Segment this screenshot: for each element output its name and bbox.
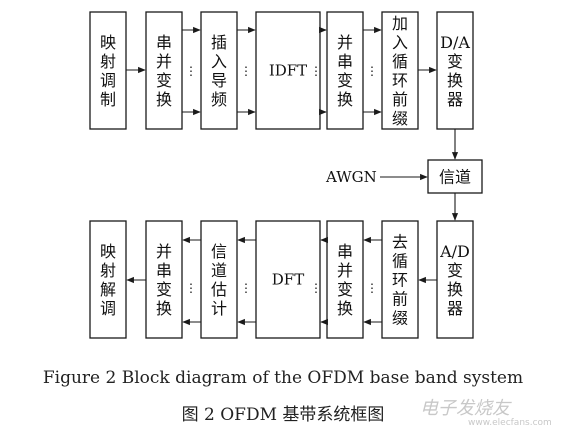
bottom-demap-label: 映射解调 [100,242,116,318]
top-cp_add-box [381,11,419,130]
bottom-est-label: 信道估计 [211,242,227,318]
ellipsis-bottom-3: ⋮ [240,281,252,295]
bottom-dft-box [255,220,321,339]
top-pilot-label: 插入导频 [211,33,227,109]
top-cp_add-label: 加入循环前缀 [392,14,408,128]
ellipsis-top-1: ⋮ [185,64,197,78]
top-idft-label: IDFT [269,62,307,80]
ellipsis-bottom-4: ⋮ [185,281,197,295]
bottom-cp_rm-box [381,220,419,339]
top-idft-box [255,11,321,130]
ellipsis-top-3: ⋮ [310,64,322,78]
bottom-p2s2-label: 并串变换 [156,242,172,318]
top-s2p1-label: 串并变换 [156,33,172,109]
bottom-s2p2-box [326,220,364,339]
caption-chinese: 图 2 OFDM 基带系统框图 [181,405,385,425]
ellipsis-top-4: ⋮ [366,64,378,78]
top-map-label: 映射调制 [100,33,116,109]
watermark-logo: 电子发烧友 [420,398,510,419]
bottom-dft-label: DFT [272,271,304,289]
bottom-est-box [200,220,238,339]
top-p2s1-box [326,11,364,130]
channel-label: 信道 [439,168,471,187]
ellipsis-top-2: ⋮ [240,64,252,78]
top-s2p1-box [145,11,183,130]
ellipsis-bottom-1: ⋮ [366,281,378,295]
awgn-label: AWGN [325,168,377,186]
bottom-p2s2-box [145,220,183,339]
top-p2s1-label: 并串变换 [337,33,353,109]
watermark-url: www.elecfans.com [468,418,552,428]
top-pilot-box [200,11,238,130]
top-map-box [89,11,127,130]
bottom-cp_rm-label: 去循环前缀 [392,233,408,328]
ellipsis-bottom-2: ⋮ [310,281,322,295]
caption-english: Figure 2 Block diagram of the OFDM base … [42,368,524,388]
bottom-demap-box [89,220,127,339]
bottom-s2p2-label: 串并变换 [337,242,353,318]
